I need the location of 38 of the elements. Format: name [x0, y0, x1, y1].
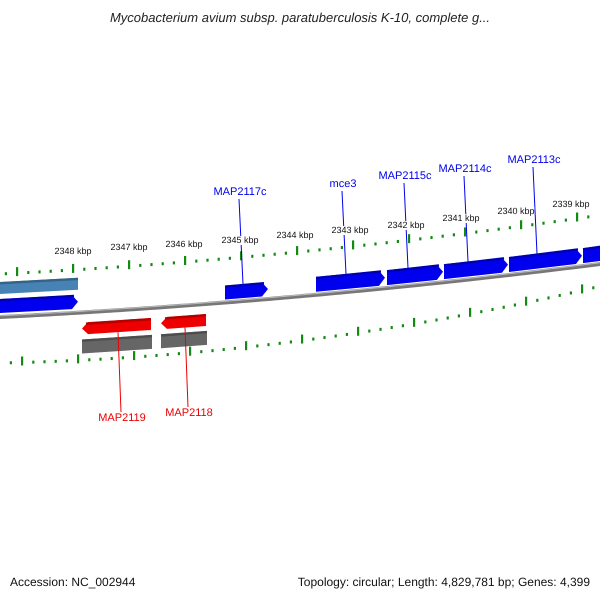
- scale-label: 2341 kbp: [442, 214, 480, 223]
- leader-line: [532, 166, 538, 254]
- gene-label: MAP2113c: [508, 155, 560, 166]
- gene-feature: [82, 318, 152, 334]
- scale-label: 2339 kbp: [552, 200, 590, 209]
- gene-label: MAP2114c: [438, 164, 492, 175]
- gene-feature: [0, 294, 78, 314]
- leader-line: [342, 190, 346, 275]
- leader-line: [404, 182, 408, 268]
- gene-feature: [582, 244, 600, 264]
- scale-label: 2343 kbp: [331, 226, 369, 235]
- scale-label: 2342 kbp: [387, 221, 425, 230]
- scale-label: 2344 kbp: [276, 231, 314, 240]
- gene-feature: [316, 270, 385, 292]
- leader-line: [464, 176, 468, 262]
- gene-feature: [444, 257, 508, 280]
- scale-label: 2347 kbp: [110, 243, 148, 252]
- leader-line: [118, 332, 122, 412]
- leader-line: [184, 327, 188, 408]
- leader-line: [238, 198, 244, 285]
- feature-bar: [160, 330, 208, 348]
- gene-feature: [224, 282, 268, 300]
- footer-text: Topology: circular; Length: 4,829,781 bp; Genes: 4,399: [298, 576, 590, 588]
- title: Mycobacterium avium subsp. paratuberculosis K-10, complete g...: [110, 11, 490, 24]
- gene-label: mce3: [330, 179, 356, 190]
- gene-feature: [161, 314, 206, 329]
- scale-label: 2346 kbp: [165, 240, 203, 249]
- scale-label: 2345 kbp: [221, 236, 259, 245]
- feature-bar: [82, 334, 152, 354]
- feature-bar: [0, 278, 78, 294]
- scale-label: 2340 kbp: [497, 207, 535, 216]
- gene-label: MAP2118: [165, 408, 213, 419]
- footer-text: Accession: NC_002944: [10, 576, 136, 588]
- gene-label: MAP2119: [98, 413, 146, 424]
- gene-label: MAP2117c: [214, 187, 266, 198]
- gene-label: MAP2115c: [378, 171, 432, 182]
- gene-feature: [386, 264, 443, 286]
- scale-label: 2348 kbp: [54, 247, 92, 256]
